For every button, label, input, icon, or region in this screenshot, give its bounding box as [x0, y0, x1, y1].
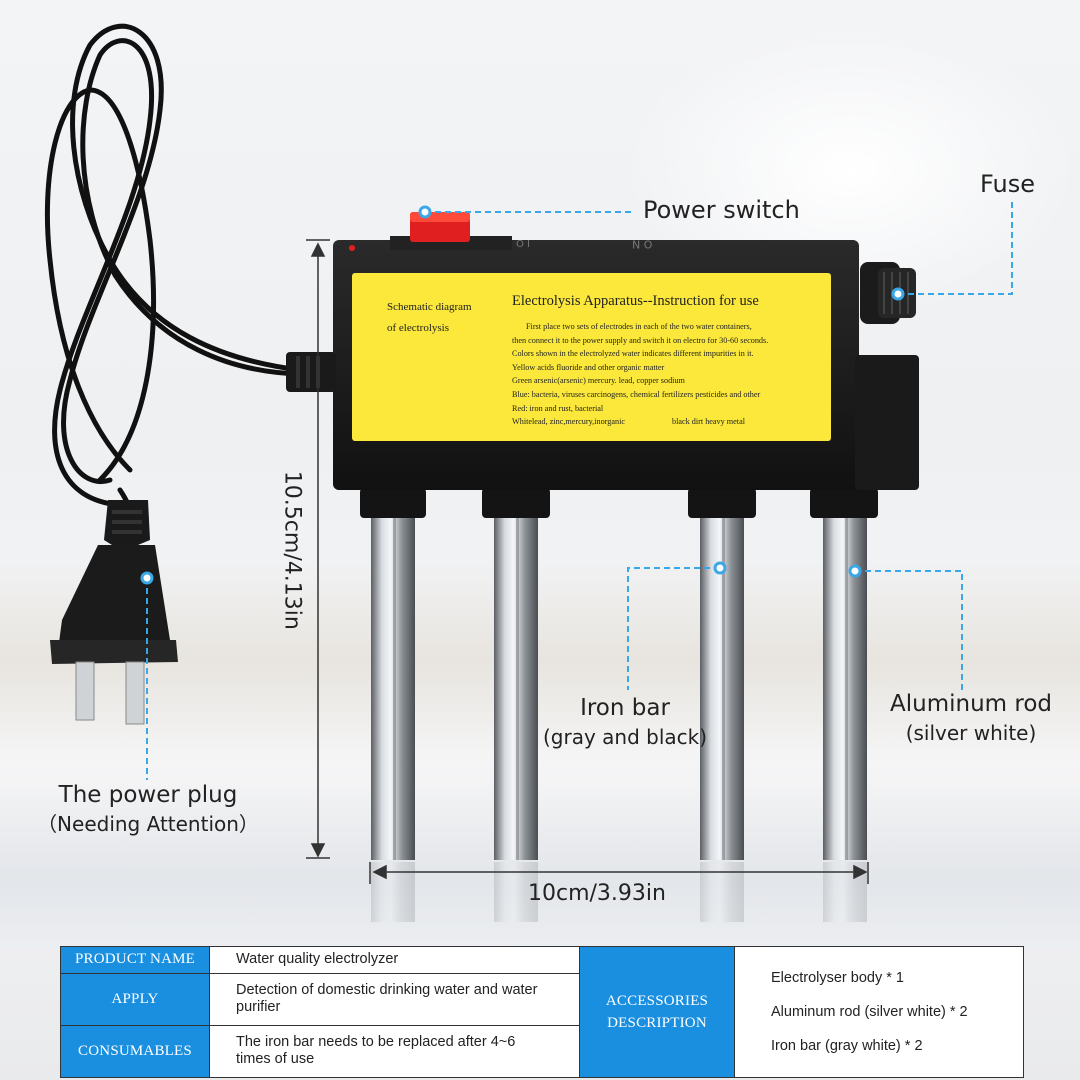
instruction-body: First place two sets of electrodes in ea… — [512, 320, 824, 429]
background-floor — [0, 780, 1080, 950]
accessories-header: ACCESSORIES DESCRIPTION — [579, 946, 735, 1078]
instruction-line: then connect it to the power supply and … — [512, 335, 769, 345]
table-row: PRODUCT NAME Water quality electrolyzer … — [60, 946, 1024, 1078]
specs-table: PRODUCT NAME Water quality electrolyzer … — [60, 946, 1024, 1079]
callout-lines — [146, 200, 1013, 780]
background-band — [0, 560, 1080, 760]
power-plug — [50, 500, 178, 725]
electrode-rods — [371, 505, 867, 922]
instruction-title: Electrolysis Apparatus--Instruction for … — [512, 293, 759, 309]
top-marking: O N — [632, 237, 653, 251]
list-item: Aluminum rod (silver white) * 2 — [771, 1004, 968, 1020]
apply-header: APPLY — [60, 972, 210, 1026]
aluminum-rod-label: Aluminum rod (silver white) — [890, 691, 1052, 745]
accessories-list: Electrolyser body * 1 Aluminum rod (silv… — [734, 946, 1024, 1078]
rod-collars — [360, 488, 878, 518]
instruction-line: Red: iron and rust, bacterial — [512, 403, 604, 413]
consumables-header: CONSUMABLES — [60, 1024, 210, 1079]
fuse-label: Fuse — [980, 170, 1035, 198]
instruction-line: Green arsenic(arsenic) mercury. lead, co… — [512, 376, 685, 386]
power-cord — [44, 23, 303, 523]
product-name-header: PRODUCT NAME — [60, 946, 210, 974]
apply-value: Detection of domestic drinking water and… — [209, 972, 580, 1026]
schematic-title: Schematic diagram of electrolysis — [387, 301, 472, 334]
callout-dots — [140, 205, 905, 585]
iron-bar-label: Iron bar (gray and black) — [542, 695, 708, 749]
product-name-value: Water quality electrolyzer — [209, 946, 580, 974]
power-plug-label: The power plug （Needing Attention） — [37, 782, 259, 836]
list-item: Iron bar (gray white) * 2 — [771, 1038, 923, 1054]
list-item: Electrolyser body * 1 — [771, 970, 904, 986]
height-dimension-label: 10.5cm/4.13in — [279, 470, 305, 630]
switch-marking: O I — [516, 239, 530, 250]
dimension-lines — [306, 239, 869, 884]
table-row: CONSUMABLES The iron bar needs to be rep… — [60, 1024, 1024, 1079]
instruction-panel: Schematic diagram of electrolysis Electr… — [352, 273, 831, 441]
instruction-line: Yellow acids fluoride and other organic … — [512, 362, 665, 372]
instruction-line: Colors shown in the electrolyzed water i… — [512, 349, 754, 359]
instruction-line: First place two sets of electrodes in ea… — [526, 322, 752, 331]
width-dimension-label: 10cm/3.93in — [528, 881, 666, 906]
power-switch-label: Power switch — [643, 196, 800, 224]
table-row: APPLY Detection of domestic drinking wat… — [60, 972, 1024, 1026]
consumables-value: The iron bar needs to be replaced after … — [209, 1024, 580, 1079]
instruction-line: Blue: bacteria, viruses carcinogens, che… — [512, 389, 761, 399]
